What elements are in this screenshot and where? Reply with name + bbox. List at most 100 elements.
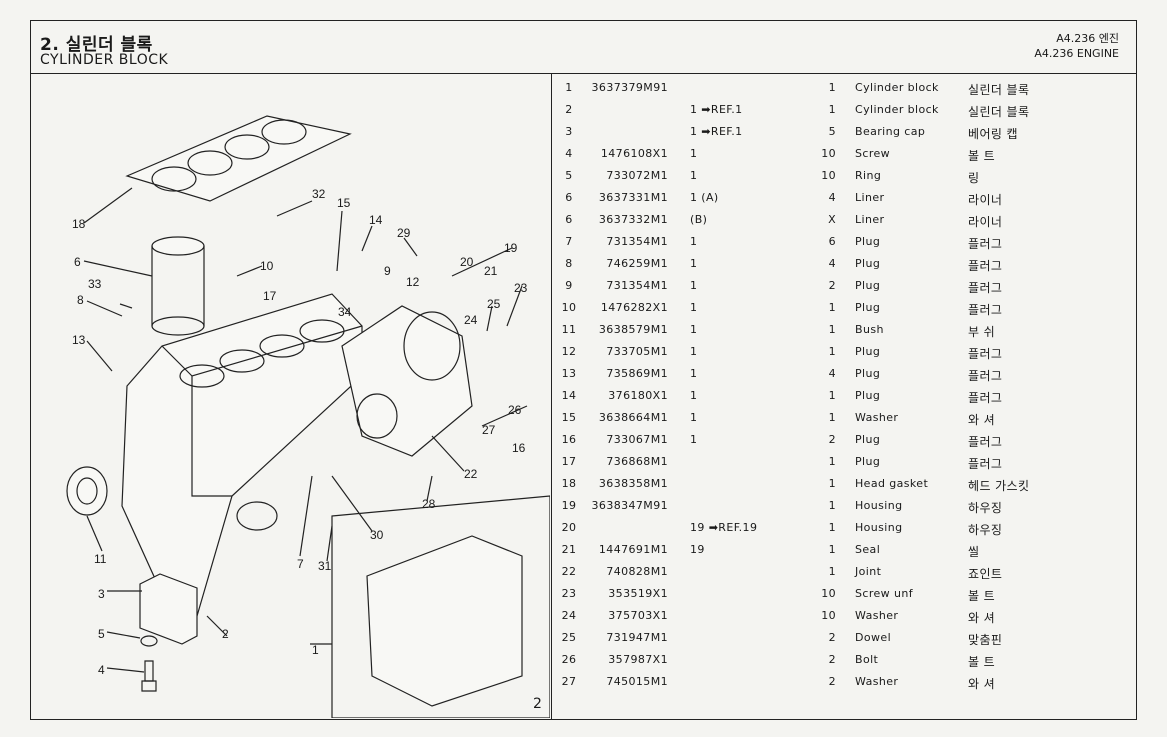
part-index: 27 <box>561 675 577 688</box>
part-index: 21 <box>561 543 577 556</box>
callout-7: 7 <box>297 557 304 571</box>
part-ref: 1 <box>690 257 698 270</box>
part-description-korean: 플러그 <box>968 391 1003 405</box>
part-qty: 4 <box>828 257 836 270</box>
header: 2. 실린더 블록 CYLINDER BLOCK A4.236 엔진 A4.23… <box>30 20 1137 74</box>
part-description: Bush <box>855 323 884 336</box>
part-ref: 1 (A) <box>690 191 719 204</box>
part-qty: 1 <box>828 455 836 468</box>
part-number: 3638358M1 <box>598 477 668 490</box>
part-number: 3637331M1 <box>598 191 668 204</box>
part-description-korean: 플러그 <box>968 457 1003 471</box>
leader-10 <box>236 265 263 277</box>
part-index: 25 <box>561 631 577 644</box>
part-description-korean: 플러그 <box>968 281 1003 295</box>
part-ref: 1 ➡REF.1 <box>690 125 743 138</box>
part-number: 733072M1 <box>606 169 668 182</box>
part-index: 10 <box>561 301 577 314</box>
leader-18 <box>83 187 133 224</box>
part-description-korean: 라이너 <box>968 193 1003 207</box>
part-ref: 1 <box>690 433 698 446</box>
part-description: Plug <box>855 389 881 402</box>
part-number: 731947M1 <box>606 631 668 644</box>
part-qty: 1 <box>828 103 836 116</box>
part-number: 3638579M1 <box>598 323 668 336</box>
part-qty: 10 <box>821 587 836 600</box>
part-qty: 10 <box>821 169 836 182</box>
part-ref: 1 <box>690 147 698 160</box>
part-description-korean: 플러그 <box>968 347 1003 361</box>
part-qty: 4 <box>828 191 836 204</box>
leader-11 <box>86 515 103 552</box>
part-description-korean: 와 셔 <box>968 413 996 427</box>
part-qty: 5 <box>828 125 836 138</box>
part-description-korean: 맞춤핀 <box>968 633 1003 647</box>
callout-33: 33 <box>88 277 102 291</box>
leader-32 <box>276 200 313 217</box>
part-ref: 1 <box>690 169 698 182</box>
part-qty: 10 <box>821 609 836 622</box>
housing-drawing <box>341 305 473 457</box>
part-qty: 1 <box>828 499 836 512</box>
part-ref: 1 <box>690 323 698 336</box>
leader-14 <box>361 225 373 252</box>
part-description-korean: 하우징 <box>968 523 1003 537</box>
callout-6: 6 <box>74 255 81 269</box>
part-description: Screw <box>855 147 891 160</box>
callout-18: 18 <box>72 217 86 231</box>
part-index: 11 <box>561 323 577 336</box>
part-qty: 2 <box>828 653 836 666</box>
part-index: 6 <box>565 213 573 226</box>
part-qty: 1 <box>828 345 836 358</box>
part-description: Bolt <box>855 653 879 666</box>
callout-10: 10 <box>260 259 274 273</box>
part-index: 17 <box>561 455 577 468</box>
bush-drawing <box>66 466 108 516</box>
leader-8 <box>86 300 123 317</box>
part-number: 3638664M1 <box>598 411 668 424</box>
column-divider <box>551 74 552 720</box>
part-index: 22 <box>561 565 577 578</box>
part-number: 3637379M91 <box>591 81 668 94</box>
part-number: 1447691M1 <box>598 543 668 556</box>
part-ref: 1 <box>690 411 698 424</box>
part-qty: 1 <box>828 81 836 94</box>
part-index: 23 <box>561 587 577 600</box>
part-description-korean: 플러그 <box>968 303 1003 317</box>
leader-25 <box>486 305 493 332</box>
part-number: 733067M1 <box>606 433 668 446</box>
page-number: 2 <box>533 696 542 712</box>
callout-20: 20 <box>460 255 474 269</box>
part-description-korean: 플러그 <box>968 237 1003 251</box>
part-description: Plug <box>855 279 881 292</box>
callout-9: 9 <box>384 264 391 278</box>
part-description-korean: 플러그 <box>968 435 1003 449</box>
page-title-english: CYLINDER BLOCK <box>40 52 169 68</box>
leader-7 <box>299 475 313 557</box>
inset-frame <box>331 495 550 718</box>
part-index: 13 <box>561 367 577 380</box>
part-number: 357987X1 <box>608 653 668 666</box>
part-qty: 1 <box>828 543 836 556</box>
cylinder-block-drawing <box>121 293 363 617</box>
callout-15: 15 <box>337 196 351 210</box>
part-index: 20 <box>561 521 577 534</box>
part-index: 6 <box>565 191 573 204</box>
part-qty: 1 <box>828 301 836 314</box>
callout-34: 34 <box>338 305 352 319</box>
exploded-diagram: 1 2 3 4 5 6 7 8 9 10 11 12 13 14 15 16 1… <box>66 115 550 718</box>
part-description: Plug <box>855 345 881 358</box>
bearing-cap-drawing <box>139 573 198 645</box>
